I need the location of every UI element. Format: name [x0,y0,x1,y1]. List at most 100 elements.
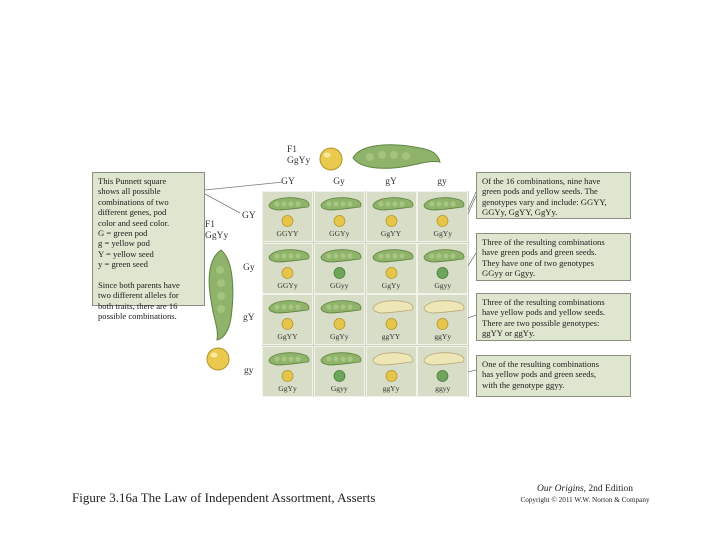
green-seed-icon [436,369,449,382]
credit-block: Our Origins, 2nd Edition Copyright © 201… [505,484,665,504]
connector-right-1a [467,191,477,211]
note-line: g = yellow pod [98,238,150,249]
note-line: with the genotype ggyy. [482,379,565,390]
note-line: One of the resulting combinations [482,359,599,369]
yellow-seed-icon [436,318,449,330]
note-line: Three of the resulting combinations [482,237,605,247]
col-header-2: Gy [333,177,345,187]
cell-genotype: GGYY [276,229,299,238]
cell-genotype: ggyy [435,383,451,393]
note-line: two different alleles for [98,290,179,301]
cell-genotype: GgYy [433,229,453,238]
cell-genotype: ggYy [434,332,452,341]
note-line: possible combinations. [98,311,177,322]
note-line: Of the 16 combinations, nine have [482,176,601,186]
cell-genotype: GGyy [329,280,349,290]
cell-illustration [372,300,413,330]
cell-genotype: Ggyy [434,280,452,290]
punnett-cell: GgYy [417,191,469,242]
f1-left-label: F1 GgYy [205,220,228,242]
punnett-cell: GGYY [262,191,313,242]
yellow-pod-icon [372,300,413,314]
punnett-cell: Ggyy [313,345,365,397]
cell-genotype: GgYY [380,229,402,238]
note-line: ggYY or ggYy. [482,328,535,339]
col-header-4: gy [437,177,447,187]
note-line: Y = yellow seed [98,248,154,259]
note-line: Since both parents have [98,280,180,291]
note-line: both traits, there are 16 [98,300,178,311]
yellow-pod-icon [423,300,465,314]
note-line: combinations of two [98,196,169,207]
cell-illustration [320,300,362,330]
connector-right-4a [467,369,477,373]
yellow-seed-icon [385,369,397,382]
yellow-seed-icon [333,318,346,330]
col-header-3: gY [385,177,397,187]
note-line: This Punnett square [98,176,167,186]
note-line: GGYy, GgYY, GgYy. [482,207,558,218]
f1-top-line2: GgYy [287,156,311,166]
row-header-2: Gy [243,263,255,273]
cell-genotype: GGYy [329,229,350,238]
credit-copyright: Copyright © 2011 W.W. Norton & Company [520,496,650,504]
cell-illustration [268,197,310,227]
note-line: genotypes vary and include: GGYY, [482,196,607,207]
note-line: GGyy or Ggyy. [482,268,536,279]
note-line: green pods and yellow seeds. The [482,186,598,197]
note-line: Three of the resulting combinations [482,297,605,307]
f1-left-line2: GgYy [205,231,229,241]
punnett-cell: GgYY [262,294,313,345]
parent-pod-left-icon [208,249,234,341]
figure-caption: Figure 3.16a The Law of Independent Asso… [72,490,376,505]
punnett-cell: ggyy [417,345,469,397]
parent-seed-left-icon [206,347,230,371]
cell-illustration [268,300,310,330]
yellow-seed-icon [385,318,397,330]
punnett-cell: GgYy [365,242,417,294]
f1-top-line1: F1 [287,145,298,155]
punnett-cell: GGyy [313,242,365,294]
connector-left-to-grid [204,193,241,214]
note-line: y = green seed [98,259,148,270]
punnett-cell: GgYy [262,345,313,397]
connector-right-2a [467,252,477,267]
cell-genotype: ggYY [381,332,401,341]
yellow-seed-icon [281,318,294,330]
punnett-cell: GGYy [262,242,313,294]
cell-genotype: ggYy [382,383,400,393]
cell-illustration [423,351,465,382]
yellow-seed-icon [281,266,294,279]
cell-illustration [320,248,362,279]
connector-right-3a [467,314,477,319]
note-line: have yellow pods and yellow seeds. [482,307,606,318]
cell-illustration [423,248,465,279]
cell-genotype: Ggyy [330,383,348,393]
cell-genotype: GgYy [381,280,401,290]
cell-genotype: GgYy [329,332,349,341]
cell-illustration [268,248,310,279]
punnett-cell: GGYy [313,191,365,242]
punnett-cell: ggYY [365,294,417,345]
cell-illustration [372,351,413,382]
credit-book-title: Our Origins [536,484,584,494]
punnett-cell: ggYy [417,294,469,345]
punnett-cell: GgYy [313,294,365,345]
yellow-seed-icon [385,266,397,279]
credit-edition: , 2nd Edition [583,484,634,494]
yellow-seed-icon [385,215,397,227]
punnett-cell: GgYY [365,191,417,242]
note-line: color and seed color. [98,217,170,228]
cell-genotype: GGYy [277,280,298,290]
cell-illustration [268,351,310,382]
yellow-seed-icon [436,215,449,227]
yellow-seed-icon [281,369,294,382]
yellow-seed-icon [333,215,346,227]
punnett-cell: Ggyy [417,242,469,294]
note-line: has yellow pods and green seeds, [482,369,597,380]
row-header-3: gY [243,313,255,323]
